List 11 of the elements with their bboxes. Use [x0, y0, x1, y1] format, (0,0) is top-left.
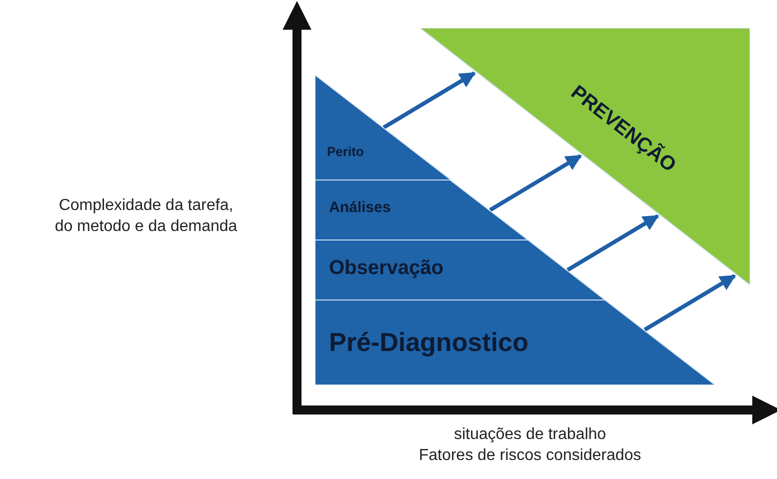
arrow: [489, 154, 582, 212]
band-label: Perito: [327, 145, 364, 160]
axis-label: Fatores de riscos considerados: [418, 446, 642, 466]
arrow: [566, 214, 660, 272]
axis-label: situações de trabalho: [452, 425, 608, 445]
band-label: Análises: [329, 200, 391, 216]
band-label: Pré-Diagnostico: [329, 328, 528, 357]
band-label: Observação: [329, 257, 444, 279]
arrow: [644, 274, 736, 332]
arrow: [382, 71, 476, 130]
axis-label: Complexidade da tarefa, do metodo e da demanda: [54, 196, 238, 237]
